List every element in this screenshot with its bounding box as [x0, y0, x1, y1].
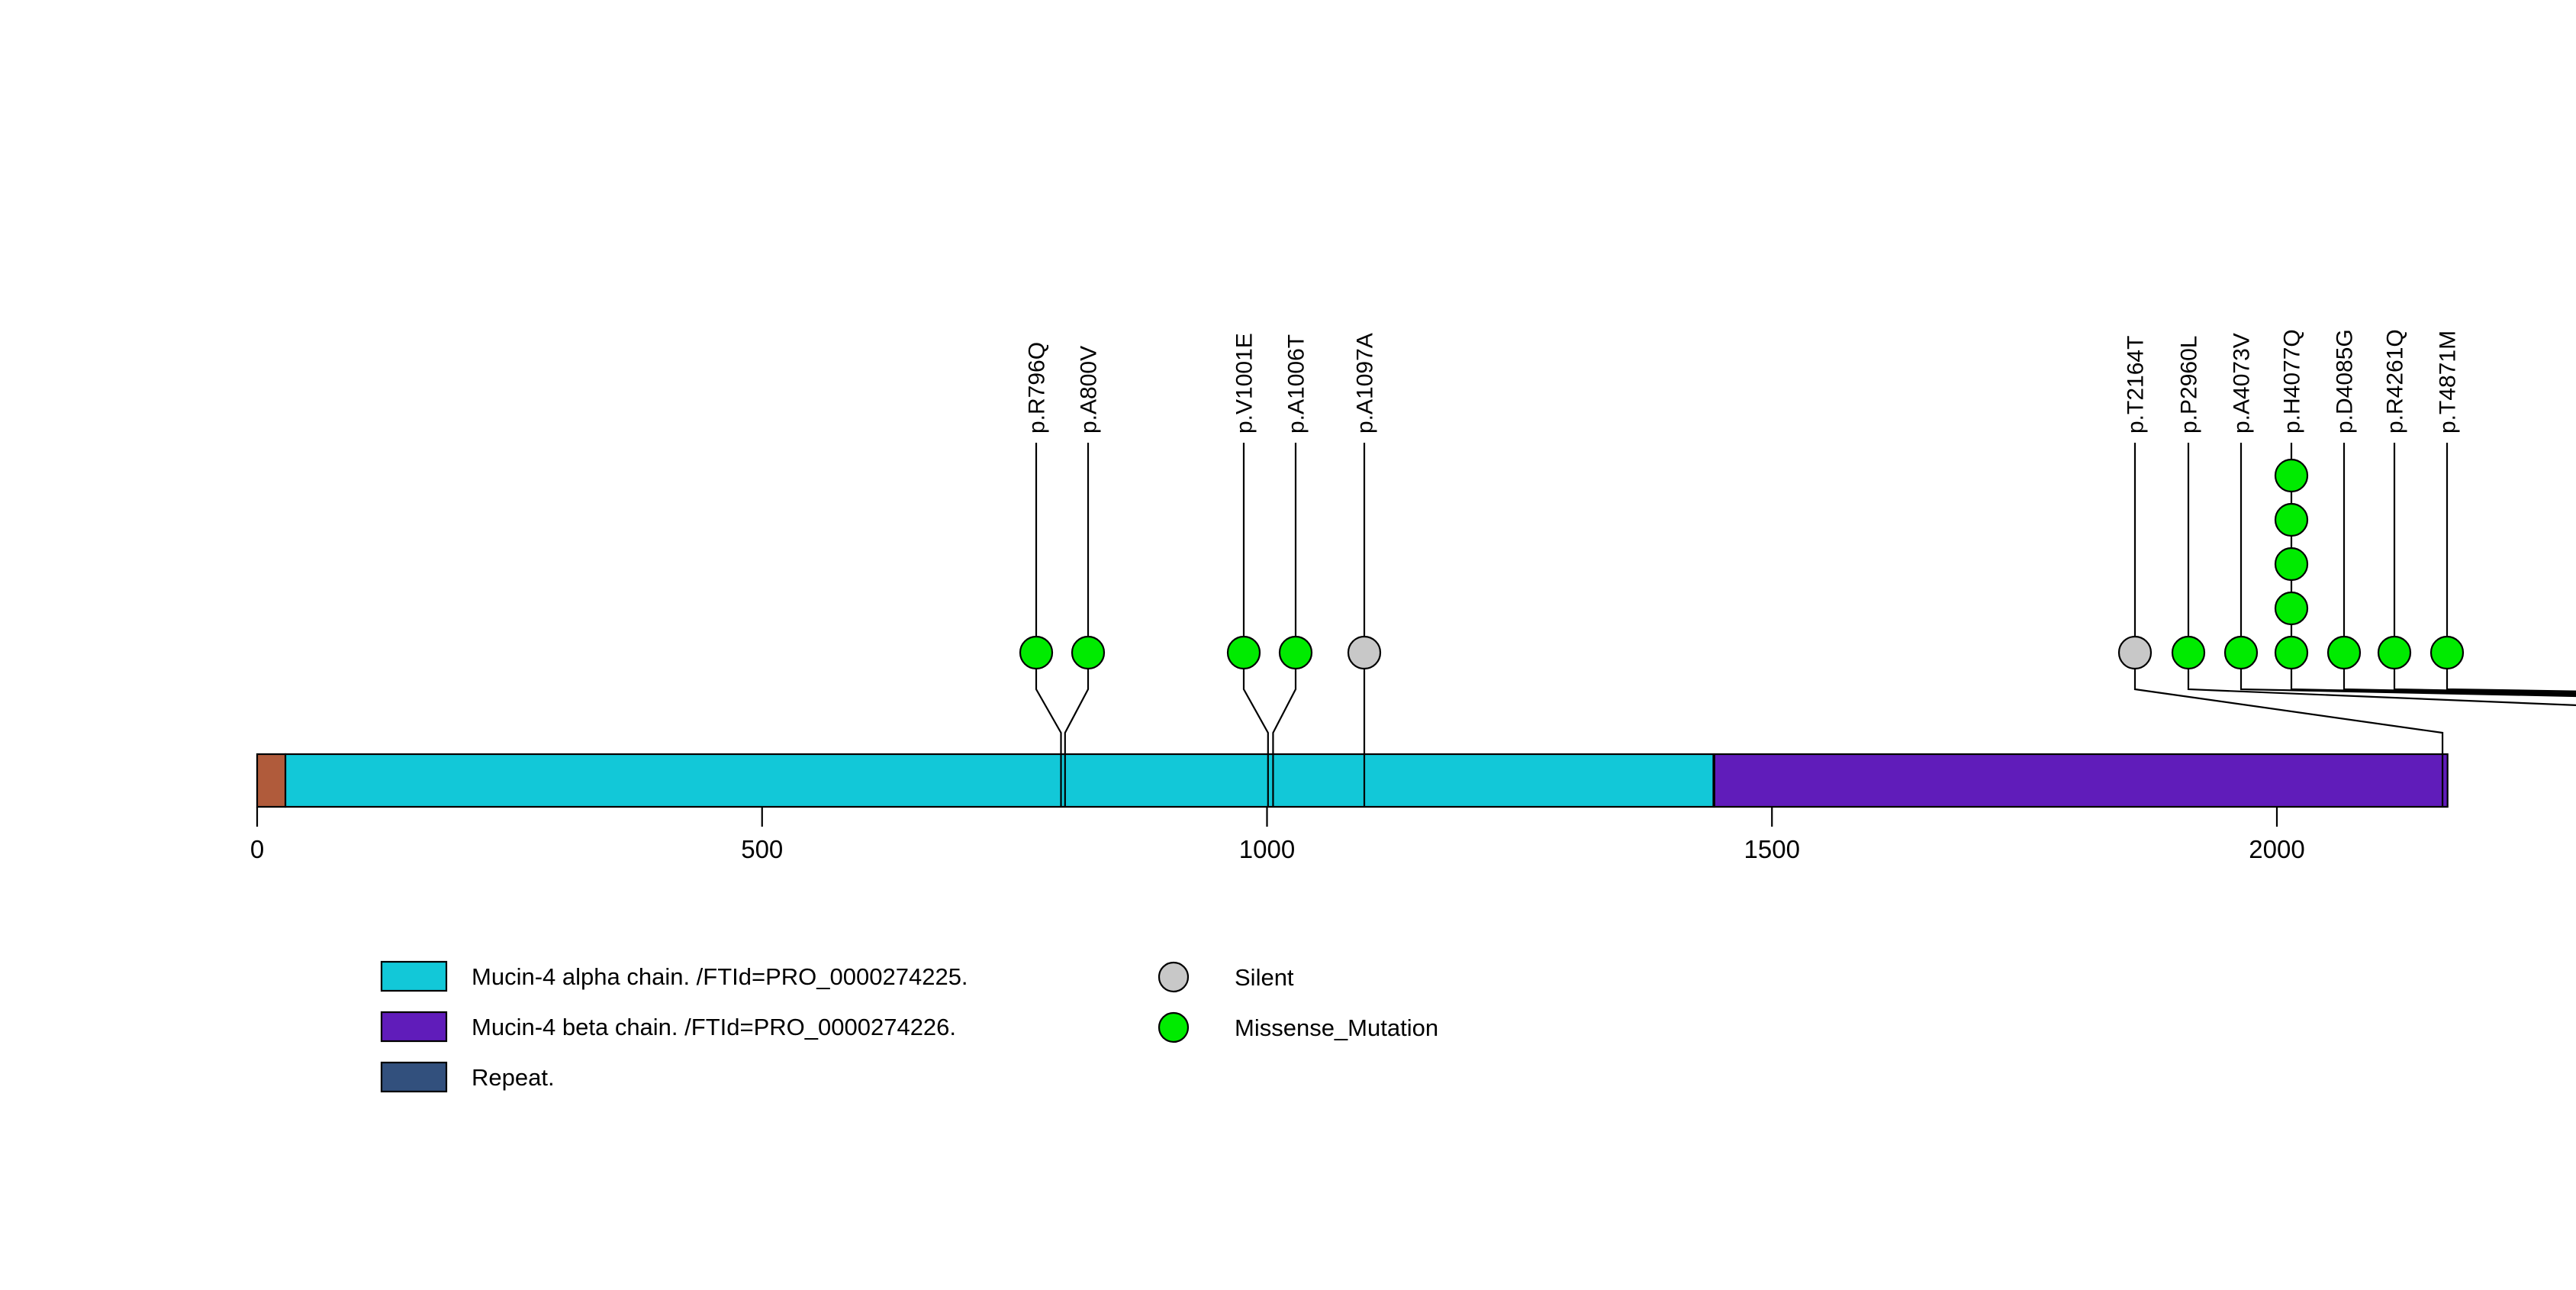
lollipop-stick-elbow — [1064, 669, 1090, 807]
mutation-circle — [1019, 635, 1054, 670]
mutation-label: p.R4261Q — [2383, 329, 2408, 434]
mutation-circle — [2274, 591, 2309, 626]
mutation-label: p.A1006T — [1284, 334, 1309, 434]
mutation-label: p.A4073V — [2230, 333, 2255, 434]
legend-domain-swatch — [380, 960, 448, 992]
domain-beta-chain — [1713, 753, 2449, 808]
mutation-circle — [2377, 635, 2412, 670]
lollipop-circles-layer — [1019, 458, 2465, 670]
legend-domain-swatch — [380, 1011, 448, 1043]
legend-class-swatch — [1158, 1011, 1190, 1043]
mutation-circle — [2117, 635, 2153, 670]
axis-tick-label: 0 — [250, 835, 264, 863]
axis-tick-label: 2000 — [2249, 835, 2304, 863]
mutation-label: p.V1001E — [1232, 333, 1257, 434]
mutation-circle — [2274, 502, 2309, 537]
mutation-label: p.T2164T — [2124, 336, 2149, 434]
mutation-circle — [2223, 635, 2259, 670]
lollipop-stick-elbow — [2343, 669, 2576, 695]
mutation-circle — [2274, 635, 2309, 670]
legend-class-label: Missense_Mutation — [1235, 1014, 1438, 1041]
mutation-label: p.R796Q — [1025, 342, 1050, 434]
lollipop-stick-elbow — [2240, 669, 2576, 698]
mutation-circle — [2171, 635, 2206, 670]
legend-domain-label: Mucin-4 alpha chain. /FTId=PRO_000027422… — [472, 963, 968, 990]
legend-domain-label: Mucin-4 beta chain. /FTId=PRO_0000274226… — [472, 1014, 956, 1040]
domain-alpha-chain — [284, 753, 1715, 808]
mutation-label: p.H4077Q — [2280, 329, 2305, 434]
legend-domain-swatch — [380, 1061, 448, 1093]
legend-domain-label: Repeat. — [472, 1064, 555, 1091]
mutation-circle — [1071, 635, 1106, 670]
lollipop-stick-elbow — [2133, 669, 2444, 807]
mutation-circle — [1347, 635, 1382, 670]
protein-bar-layer — [256, 753, 2449, 808]
mutation-label: p.A800V — [1077, 346, 1102, 434]
mutation-circle — [2274, 547, 2309, 582]
lollipop-stick-elbow — [2187, 669, 2576, 706]
legend-layer: Mucin-4 alpha chain. /FTId=PRO_000027422… — [380, 960, 1438, 1093]
mutation-circle — [2274, 458, 2309, 493]
mutation-circle — [1278, 635, 1313, 670]
mutation-label: p.D4085G — [2333, 329, 2358, 434]
lollipop-stick-elbow — [2290, 669, 2576, 696]
x-axis-layer: 0 500 1000 1500 2000 — [250, 807, 2305, 863]
legend-class-swatch — [1158, 961, 1190, 993]
mutation-label: p.T4871M — [2436, 331, 2461, 434]
domain-n-terminal-segment — [256, 753, 287, 808]
axis-tick-label: 1000 — [1239, 835, 1295, 863]
mutation-labels-layer: p.R796Q p.A800V p.V1001E p.A1006T p.A1097A p.… — [1025, 329, 2461, 434]
lollipop-stick-elbow — [2393, 669, 2576, 694]
mutation-circle — [1226, 635, 1261, 670]
mutation-circle — [2326, 635, 2362, 670]
axis-tick-label: 500 — [741, 835, 783, 863]
lollipop-stick-elbow — [2446, 669, 2576, 692]
axis-tick-label: 1500 — [1744, 835, 1800, 863]
legend-class-label: Silent — [1235, 964, 1294, 991]
mutation-label: p.A1097A — [1353, 333, 1378, 434]
mutation-circle — [2429, 635, 2465, 670]
mutation-label: p.P2960L — [2177, 336, 2202, 434]
lollipop-stick-elbow — [1272, 669, 1297, 807]
lollipop-stick-elbow — [1242, 669, 1269, 807]
lollipop-stick-elbow — [1035, 669, 1062, 807]
lollipop-sticks-overlay-layer — [1035, 443, 2576, 807]
